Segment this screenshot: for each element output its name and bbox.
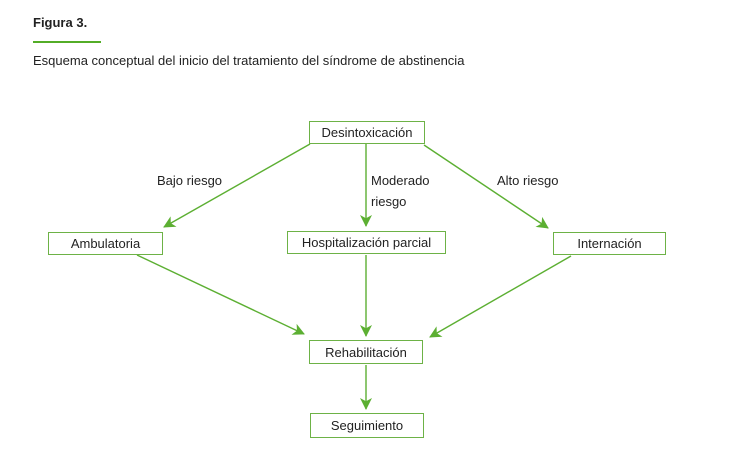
figure-label: Figura 3.: [33, 15, 88, 30]
edge-label-bajo-riesgo: Bajo riesgo: [157, 173, 223, 188]
node-internacion: Internación: [553, 232, 666, 255]
figure-caption: Esquema conceptual del inicio del tratam…: [33, 53, 465, 68]
node-hospitalizacion-parcial: Hospitalización parcial: [287, 231, 446, 254]
arrow-ambulatoria-to-rehabilitacion: [136, 254, 305, 335]
node-seguimiento: Seguimiento: [310, 413, 424, 438]
node-ambulatoria: Ambulatoria: [48, 232, 163, 255]
arrow-internacion-to-rehabilitacion: [429, 255, 572, 338]
node-desintoxicacion: Desintoxicación: [309, 121, 425, 144]
node-rehabilitacion: Rehabilitación: [309, 340, 423, 364]
figure-label-underline: [33, 41, 101, 43]
edge-label-moderado-riesgo: Moderado riesgo: [371, 173, 430, 209]
edge-label-alto-riesgo: Alto riesgo: [497, 173, 559, 188]
